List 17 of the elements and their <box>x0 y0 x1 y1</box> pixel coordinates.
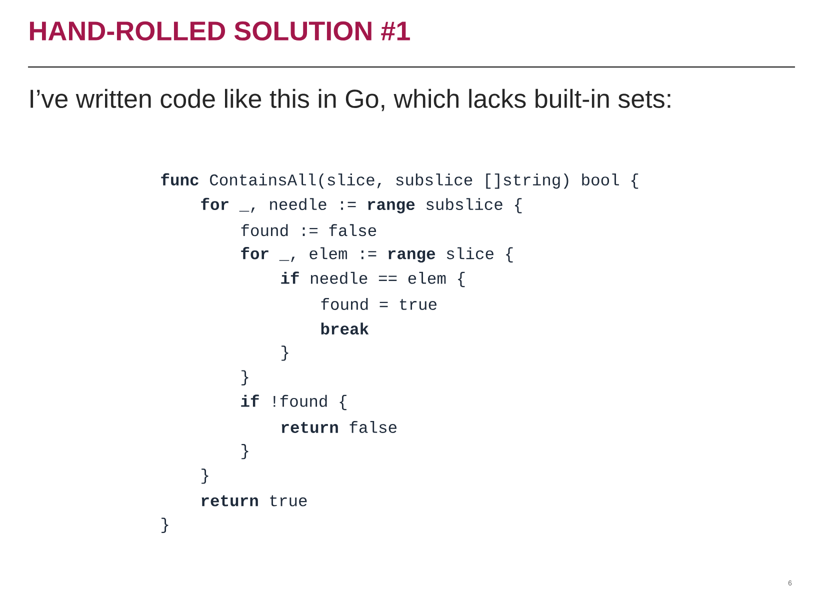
subtitle-text: I’ve written code like this in Go, which lacks built-in sets: <box>30 88 670 112</box>
code-line: func ContainsAll(slice, subslice []string) bool { <box>161 173 638 189</box>
code-line: } <box>282 346 288 361</box>
code-line: } <box>162 518 168 533</box>
slide-title: HAND-ROLLED SOLUTION #1 <box>30 21 410 41</box>
code-line: return true <box>202 495 307 506</box>
code-line: for _, elem := range slice { <box>241 247 513 263</box>
code-line: if needle == elem { <box>281 272 465 288</box>
code-line: } <box>202 468 208 484</box>
code-line: found := false <box>241 224 376 236</box>
code-line: } <box>242 370 248 386</box>
code-line: if !found { <box>241 394 346 410</box>
code-line: } <box>242 444 248 460</box>
code-line: return false <box>282 421 396 433</box>
code-line: for _, needle := range subslice { <box>201 198 522 214</box>
code-line: found = true <box>321 298 436 310</box>
code-line: break <box>321 322 369 335</box>
